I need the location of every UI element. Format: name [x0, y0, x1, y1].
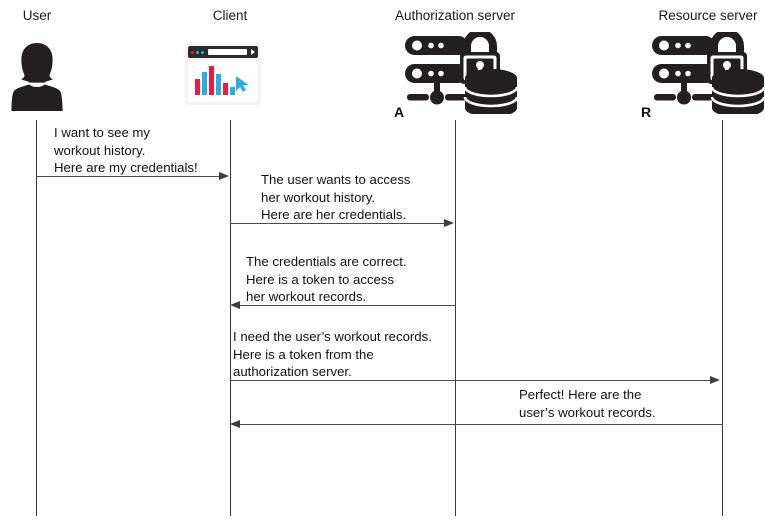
- message-arrowhead-m1: [219, 171, 229, 180]
- participant-title-user: User: [22, 8, 52, 23]
- participant-title-resource: Resource server: [658, 8, 758, 23]
- lifeline-resource: [722, 120, 723, 516]
- actor-letter-resource: R: [641, 104, 652, 120]
- message-label-m3: The credentials are correct. Here is a t…: [246, 254, 407, 304]
- user-avatar-icon: [8, 41, 66, 113]
- message-label-m1: I want to see my workout history. Here a…: [54, 125, 198, 175]
- cursor-arrow-icon: [236, 76, 249, 92]
- browser-go-arrow-icon: [251, 49, 255, 55]
- secure-server-icon-resource: [652, 29, 765, 117]
- browser-dot-red: [191, 50, 194, 54]
- participant-title-auth: Authorization server: [394, 8, 516, 23]
- message-arrowhead-m4: [710, 375, 720, 384]
- bar-chart-icon: [195, 65, 235, 95]
- message-arrowhead-m3: [230, 300, 240, 309]
- browser-viewport: [188, 61, 258, 102]
- message-arrowhead-m2: [444, 218, 454, 227]
- message-line-m3: [240, 305, 455, 306]
- lifeline-client: [230, 120, 231, 516]
- browser-dot-blue-2: [201, 50, 204, 54]
- lifeline-auth: [455, 120, 456, 516]
- message-line-m4: [230, 380, 711, 381]
- actor-letter-auth: A: [394, 104, 405, 120]
- message-label-m2: The user wants to access her workout his…: [261, 172, 411, 222]
- lifeline-user: [36, 120, 37, 516]
- message-line-m2: [230, 223, 445, 224]
- browser-address-bar: [208, 49, 247, 55]
- browser-dot-blue: [196, 50, 199, 54]
- browser-toolbar: [188, 46, 258, 58]
- message-line-m1: [36, 176, 221, 177]
- browser-window-icon: [185, 43, 261, 105]
- participant-title-client: Client: [212, 8, 248, 23]
- message-label-m4: I need the user’s workout records. Here …: [233, 329, 432, 379]
- message-label-m5: Perfect! Here are the user’s workout rec…: [519, 387, 656, 420]
- message-arrowhead-m5: [230, 419, 240, 428]
- secure-server-icon-auth: [405, 29, 519, 117]
- message-line-m5: [240, 424, 722, 425]
